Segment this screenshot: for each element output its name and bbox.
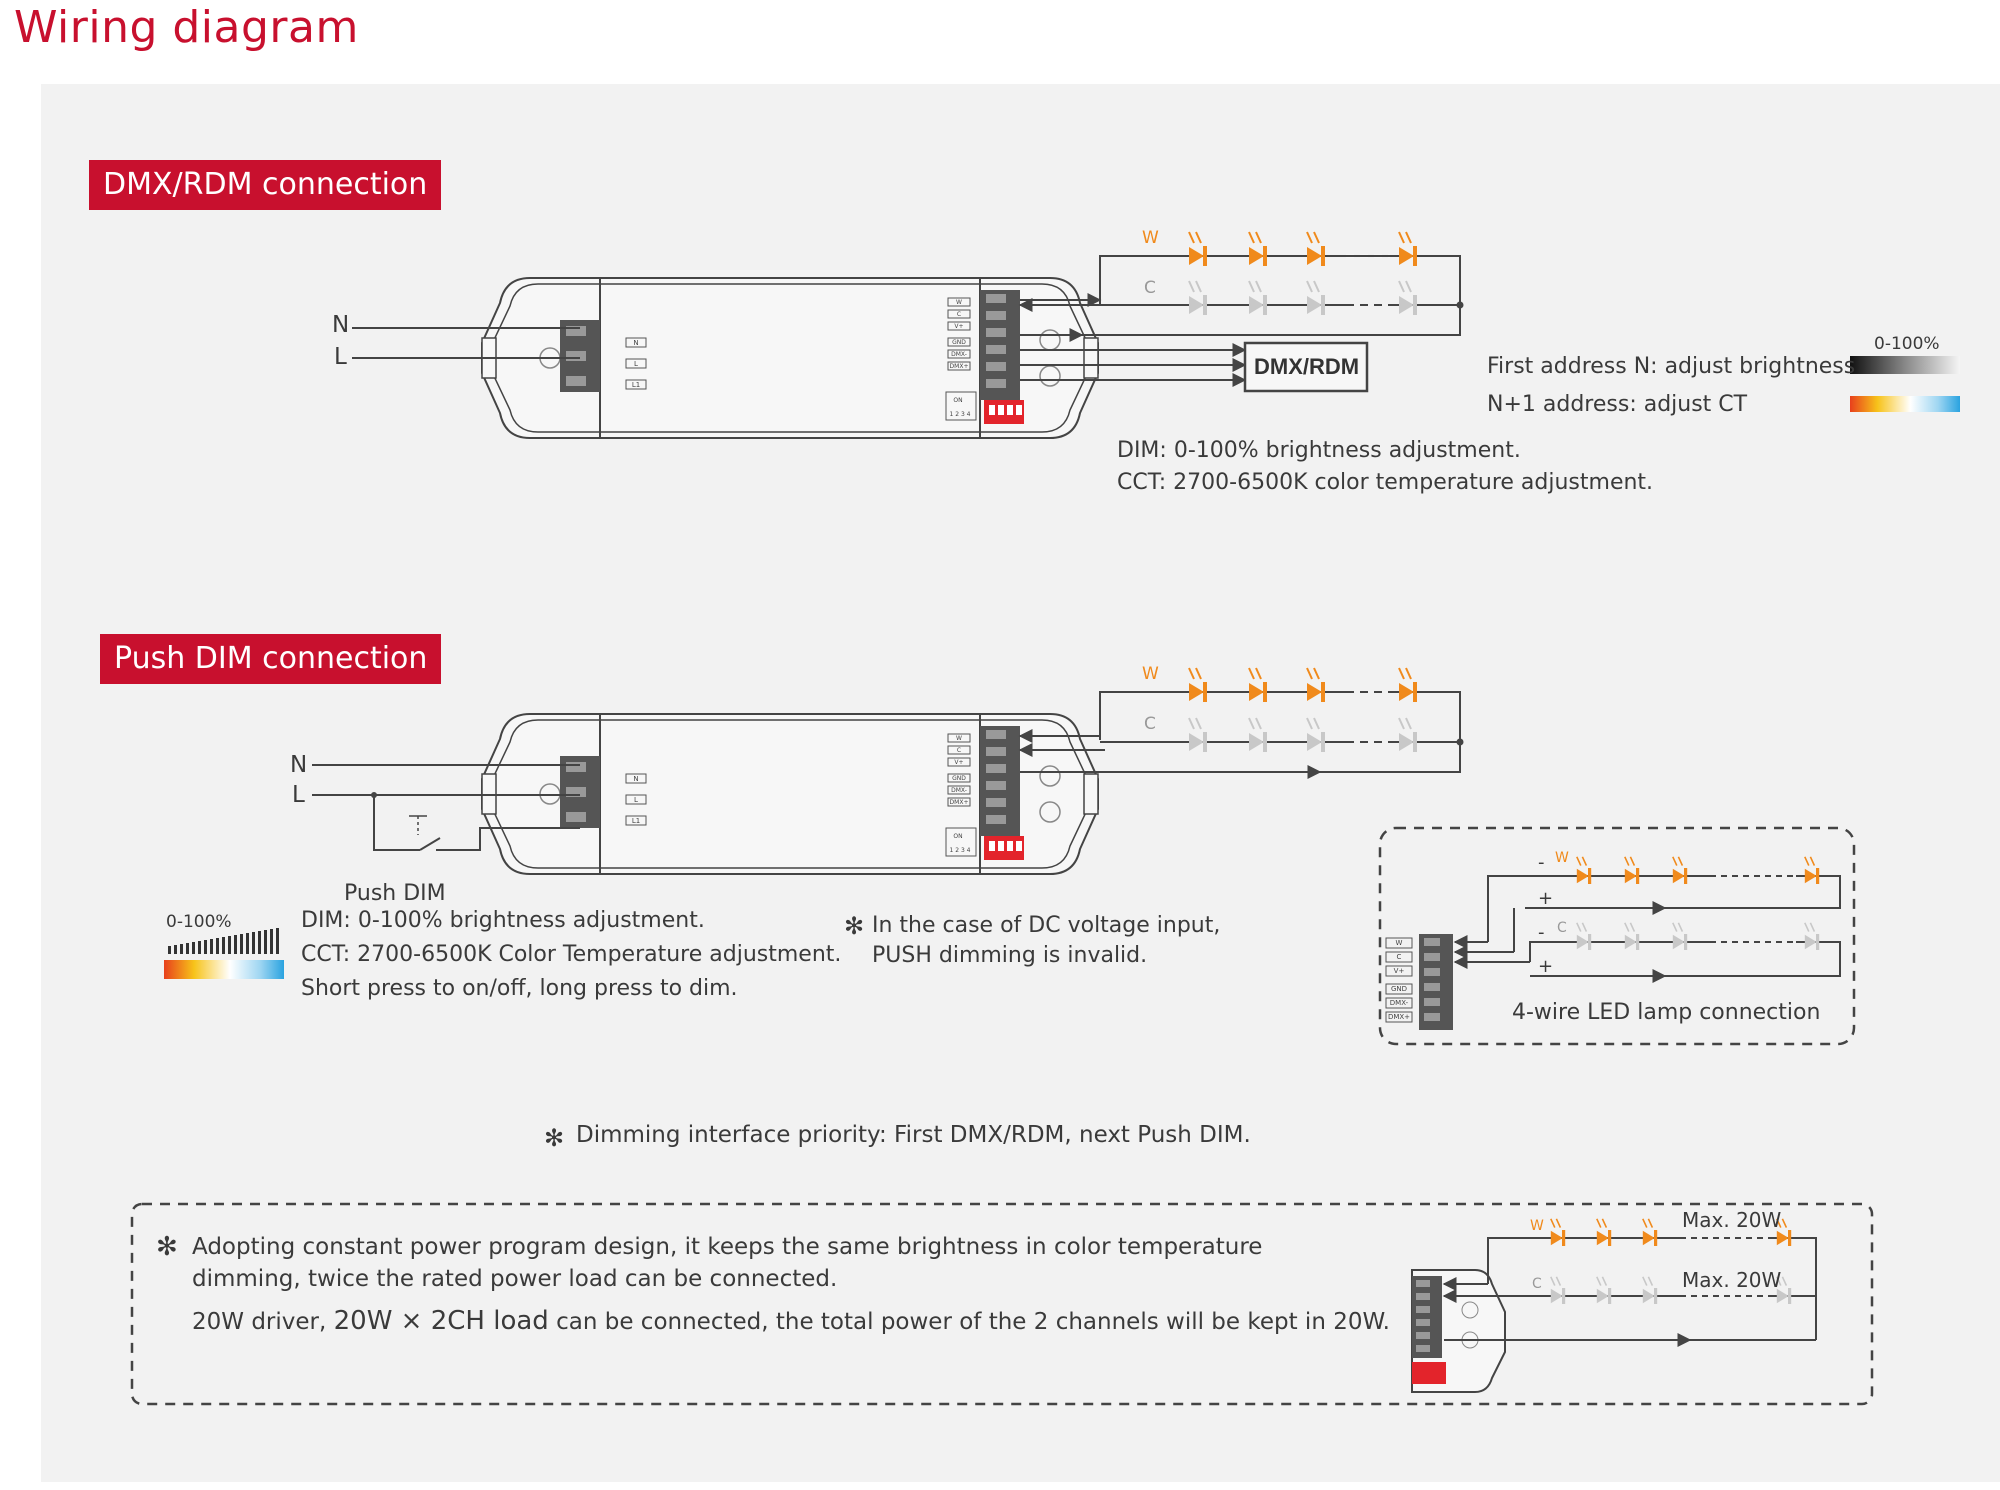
power-w-leds [1549, 1217, 1792, 1248]
max-c-label: Max. 20W [1682, 1268, 1782, 1292]
power-note-line2: dimming, twice the rated power load can … [192, 1266, 838, 1292]
input-terminal-label: L1 [632, 817, 640, 825]
four-wire-terminal [1385, 934, 1453, 1030]
four-wire-minus-w: - [1538, 852, 1545, 873]
four-wire-w-label: W [1555, 850, 1569, 866]
power-driver-mini [1411, 1269, 1506, 1393]
power-note-line3-post: can be connected, the total power of the… [556, 1309, 1390, 1335]
push-cct-text: CCT: 2700-6500K Color Temperature adjust… [301, 942, 842, 967]
dc-note-line2: PUSH dimming is invalid. [872, 943, 1148, 968]
dmx-c-leds [1187, 279, 1417, 317]
dmx-range-label: 0-100% [1874, 334, 1940, 354]
output-terminal-label: DMX+ [950, 363, 969, 370]
push-n-label: N [290, 752, 308, 778]
four-wire-box [1378, 826, 1856, 1046]
section-tag-push-dim: Push DIM connection [100, 634, 442, 684]
four-wire-terminal-label: V+ [1394, 967, 1405, 975]
power-note-line3-pre: 20W driver, [192, 1309, 327, 1335]
dmx-cct-text: CCT: 2700-6500K color temperature adjust… [1117, 470, 1654, 495]
input-terminal-label: L1 [632, 381, 640, 389]
push-ct-gradient-bar [164, 960, 284, 979]
four-wire-terminal-label: GND [1391, 985, 1407, 993]
push-l-label: L [292, 782, 305, 808]
push-range-label: 0-100% [166, 912, 232, 932]
four-wire-terminal-label: W [1396, 939, 1403, 947]
brightness-gradient-bar [1850, 356, 1960, 374]
output-terminal-label: GND [952, 775, 966, 782]
second-address-text: N+1 address: adjust CT [1487, 392, 1748, 417]
output-terminal-label: DMX- [951, 351, 967, 358]
power-w-label: W [1530, 1218, 1544, 1234]
dip-number-label: 1 2 3 4 [950, 411, 971, 418]
dmx-w-label: W [1142, 228, 1159, 248]
push-brightness-staircase [168, 928, 279, 954]
power-note-box [130, 1202, 1874, 1406]
push-dim-text: DIM: 0-100% brightness adjustment. [301, 908, 705, 933]
dip-on-label: ON [953, 397, 962, 404]
four-wire-plus-c: + [1538, 956, 1554, 977]
priority-asterisk-icon: ✻ [544, 1124, 565, 1152]
push-c-label: C [1144, 714, 1156, 734]
push-c-leds [1187, 716, 1417, 754]
ct-gradient-bar [1850, 396, 1960, 412]
dmx-c-label: C [1144, 278, 1156, 298]
four-wire-w-leds [1575, 855, 1820, 886]
section-tag-dmx: DMX/RDM connection [89, 160, 442, 210]
four-wire-c-leds [1575, 921, 1820, 952]
power-c-leds [1549, 1275, 1792, 1306]
input-terminal-label: L [634, 360, 638, 368]
dmx-w-leds [1187, 230, 1417, 268]
dmx-rdm-box [1243, 341, 1369, 393]
four-wire-plus-w: + [1538, 888, 1554, 909]
push-w-leds [1187, 666, 1417, 704]
output-terminal-label: V+ [954, 759, 963, 766]
output-terminal-label: GND [952, 339, 966, 346]
dip-number-label: 1 2 3 4 [950, 847, 971, 854]
power-note-line3: 20W driver, 20W × 2CH load can be connec… [192, 1306, 1390, 1336]
output-terminal-label: DMX- [951, 787, 967, 794]
page-title: Wiring diagram [14, 2, 359, 53]
four-wire-minus-c: - [1538, 922, 1545, 943]
four-wire-c-label: C [1557, 920, 1567, 936]
max-w-label: Max. 20W [1682, 1208, 1782, 1232]
dc-note-asterisk-icon: ✻ [844, 912, 865, 940]
input-terminal-label: N [633, 339, 638, 347]
four-wire-terminal-label: DMX+ [1388, 1013, 1410, 1021]
push-w-label: W [1142, 664, 1159, 684]
output-terminal-label: C [957, 747, 961, 754]
first-address-text: First address N: adjust brightness [1487, 354, 1856, 379]
output-terminal-label: V+ [954, 323, 963, 330]
dip-on-label: ON [953, 833, 962, 840]
output-terminal-label: C [957, 311, 961, 318]
power-note-line1: Adopting constant power program design, … [192, 1234, 1263, 1260]
input-terminal-label: L [634, 796, 638, 804]
push-press-text: Short press to on/off, long press to dim… [301, 976, 738, 1001]
dmx-rdm-box-label: DMX/RDM [1254, 354, 1360, 379]
four-wire-terminal-label: C [1397, 953, 1402, 961]
priority-note: Dimming interface priority: First DMX/RD… [576, 1122, 1251, 1148]
four-wire-terminal-label: DMX- [1390, 999, 1409, 1007]
power-c-label: C [1532, 1276, 1542, 1292]
output-terminal-label: DMX+ [950, 799, 969, 806]
push-dim-label: Push DIM [344, 881, 446, 906]
dc-note-line1: In the case of DC voltage input, [872, 913, 1221, 938]
input-terminal-label: N [633, 775, 638, 783]
output-terminal-label: W [956, 735, 962, 742]
dmx-l-label: L [334, 344, 347, 370]
output-terminal-label: W [956, 299, 962, 306]
power-asterisk-icon: ✻ [156, 1232, 178, 1262]
four-wire-caption: 4-wire LED lamp connection [1512, 1000, 1821, 1025]
power-note-line3-highlight: 20W × 2CH load [333, 1306, 549, 1336]
dmx-n-label: N [332, 312, 350, 338]
dmx-dim-text: DIM: 0-100% brightness adjustment. [1117, 438, 1521, 463]
